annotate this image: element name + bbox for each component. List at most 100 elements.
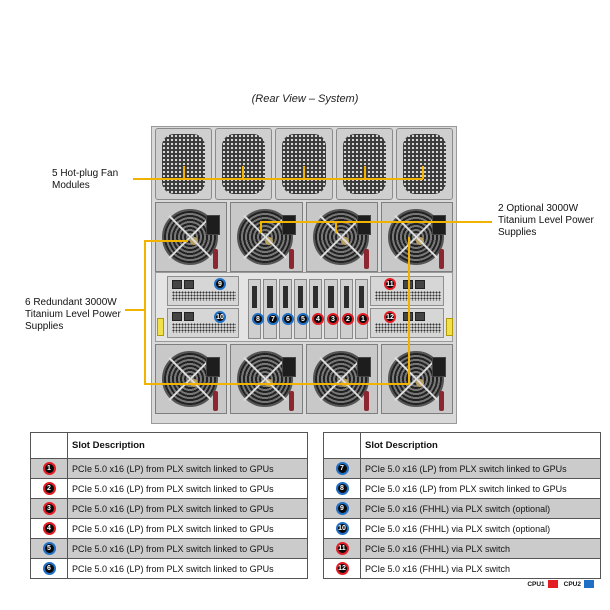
table-row: 10 PCIe 5.0 x16 (FHHL) via PLX switch (o…	[323, 518, 601, 539]
psu-handle	[363, 391, 369, 411]
power-supply	[305, 344, 378, 414]
callout-line: Supplies	[498, 227, 537, 238]
fan-grille-icon	[402, 134, 447, 194]
slot-description: PCIe 5.0 x16 (LP) from PLX switch linked…	[67, 498, 308, 519]
table-header-row: Slot Description	[30, 432, 308, 459]
power-inlet	[356, 215, 371, 235]
leader-tick	[364, 166, 366, 179]
slot-badge-10: 10	[214, 311, 226, 323]
slot-description: PCIe 5.0 x16 (FHHL) via PLX switch	[360, 558, 601, 579]
slot-badge-icon: 6	[42, 562, 56, 575]
fhhl-card-left-top	[167, 276, 239, 306]
lp-slot	[293, 279, 307, 339]
table-row: 11 PCIe 5.0 x16 (FHHL) via PLX switch	[323, 538, 601, 559]
psu-handle	[288, 249, 294, 269]
slot-badge-1: 1	[357, 313, 369, 325]
power-supply	[230, 344, 303, 414]
psu-handle	[213, 249, 219, 269]
psu-handle	[439, 249, 444, 269]
power-inlet	[432, 357, 446, 377]
legend-swatch-cpu2	[584, 580, 594, 588]
power-supply	[380, 202, 453, 272]
slot-badge-6: 6	[282, 313, 294, 325]
table-row: 4 PCIe 5.0 x16 (LP) from PLX switch link…	[30, 518, 308, 539]
slot-table-left: Slot Description 1 PCIe 5.0 x16 (LP) fro…	[30, 432, 308, 579]
slot-badge-5: 5	[297, 313, 309, 325]
table-row: 12 PCIe 5.0 x16 (FHHL) via PLX switch	[323, 558, 601, 579]
slot-badge-icon: 7	[335, 462, 349, 475]
fhhl-card-right-top	[370, 276, 444, 306]
slot-badge-icon: 1	[42, 462, 56, 475]
diagram-title: (Rear View – System)	[251, 93, 359, 105]
fan-grille-icon	[222, 134, 266, 194]
power-supply	[305, 202, 378, 272]
table-row: 2 PCIe 5.0 x16 (LP) from PLX switch link…	[30, 478, 308, 499]
leader-tick	[260, 221, 262, 233]
slot-description: PCIe 5.0 x16 (LP) from PLX switch linked…	[67, 538, 308, 559]
callout-redundant-psu: 6 Redundant 3000W Titanium Level Power S…	[25, 297, 121, 333]
leader-line-fans	[133, 178, 423, 180]
slot-badge-icon: 5	[42, 542, 56, 555]
power-supply	[230, 202, 303, 272]
slot-badge-icon: 4	[42, 522, 56, 535]
fan-module	[335, 128, 393, 200]
callout-line: 6 Redundant 3000W	[25, 297, 117, 308]
fan-module	[395, 128, 454, 200]
slot-badge-7: 7	[267, 313, 279, 325]
slot-description: PCIe 5.0 x16 (FHHL) via PLX switch (opti…	[360, 518, 601, 539]
lp-slot	[248, 279, 262, 339]
lp-slot	[263, 279, 277, 339]
callout-line: Supplies	[25, 321, 64, 332]
slot-description: PCIe 5.0 x16 (LP) from PLX switch linked…	[67, 558, 308, 579]
slot-badge-11: 11	[384, 278, 396, 290]
leader-vertical	[144, 240, 146, 385]
fan-module	[155, 128, 213, 200]
table-row: 8 PCIe 5.0 x16 (LP) from PLX switch link…	[323, 478, 601, 499]
slot-badge-12: 12	[384, 311, 396, 323]
fan-module	[215, 128, 273, 200]
header-slot-description: Slot Description	[67, 432, 308, 459]
header-blank	[30, 432, 68, 459]
lp-slot-group	[248, 279, 368, 339]
leader-line-redundant-psu	[125, 309, 145, 311]
power-inlet	[432, 215, 446, 235]
leader-line-optional-psu	[260, 221, 492, 223]
cpu-legend: CPU1 CPU2	[527, 580, 594, 588]
slot-badge-icon: 2	[42, 482, 56, 495]
table-row: 7 PCIe 5.0 x16 (LP) from PLX switch link…	[323, 458, 601, 479]
callout-optional-psu: 2 Optional 3000W Titanium Level Power Su…	[498, 203, 594, 239]
power-supply	[155, 202, 228, 272]
leader-tick	[303, 166, 305, 179]
leader-branch	[144, 383, 409, 385]
fan-grille-icon	[342, 134, 386, 194]
table-header-row: Slot Description	[323, 432, 601, 459]
slot-badge-icon: 10	[335, 522, 349, 535]
callout-line: 5 Hot-plug Fan	[52, 168, 119, 179]
psu-handle	[439, 391, 444, 411]
power-inlet	[356, 357, 371, 377]
fan-module	[275, 128, 333, 200]
power-supply	[380, 344, 453, 414]
fan-module-row	[155, 128, 454, 200]
legend-swatch-cpu1	[547, 580, 558, 588]
slot-badge-3: 3	[327, 313, 339, 325]
table-row: 5 PCIe 5.0 x16 (LP) from PLX switch link…	[30, 538, 308, 559]
slot-badge-2: 2	[342, 313, 354, 325]
table-row: 9 PCIe 5.0 x16 (FHHL) via PLX switch (op…	[323, 498, 601, 519]
psu-handle	[288, 391, 294, 411]
slot-description: PCIe 5.0 x16 (LP) from PLX switch linked…	[360, 458, 601, 479]
callout-fan-modules: 5 Hot-plug Fan Modules	[52, 168, 118, 192]
lp-badge-row: 8 7 6 5 4 3 2 1	[252, 313, 369, 325]
leader-tick	[422, 166, 424, 179]
legend-label-cpu2: CPU2	[563, 580, 581, 588]
slot-badge-icon: 11	[335, 542, 349, 555]
fan-grille-icon	[282, 134, 326, 194]
slot-badge-4: 4	[312, 313, 324, 325]
callout-line: 2 Optional 3000W	[498, 203, 579, 214]
header-blank	[323, 432, 361, 459]
leader-branch	[144, 240, 188, 242]
power-inlet	[281, 357, 296, 377]
leader-vertical	[408, 237, 410, 385]
power-inlet	[281, 215, 296, 235]
lp-slot	[309, 279, 323, 339]
